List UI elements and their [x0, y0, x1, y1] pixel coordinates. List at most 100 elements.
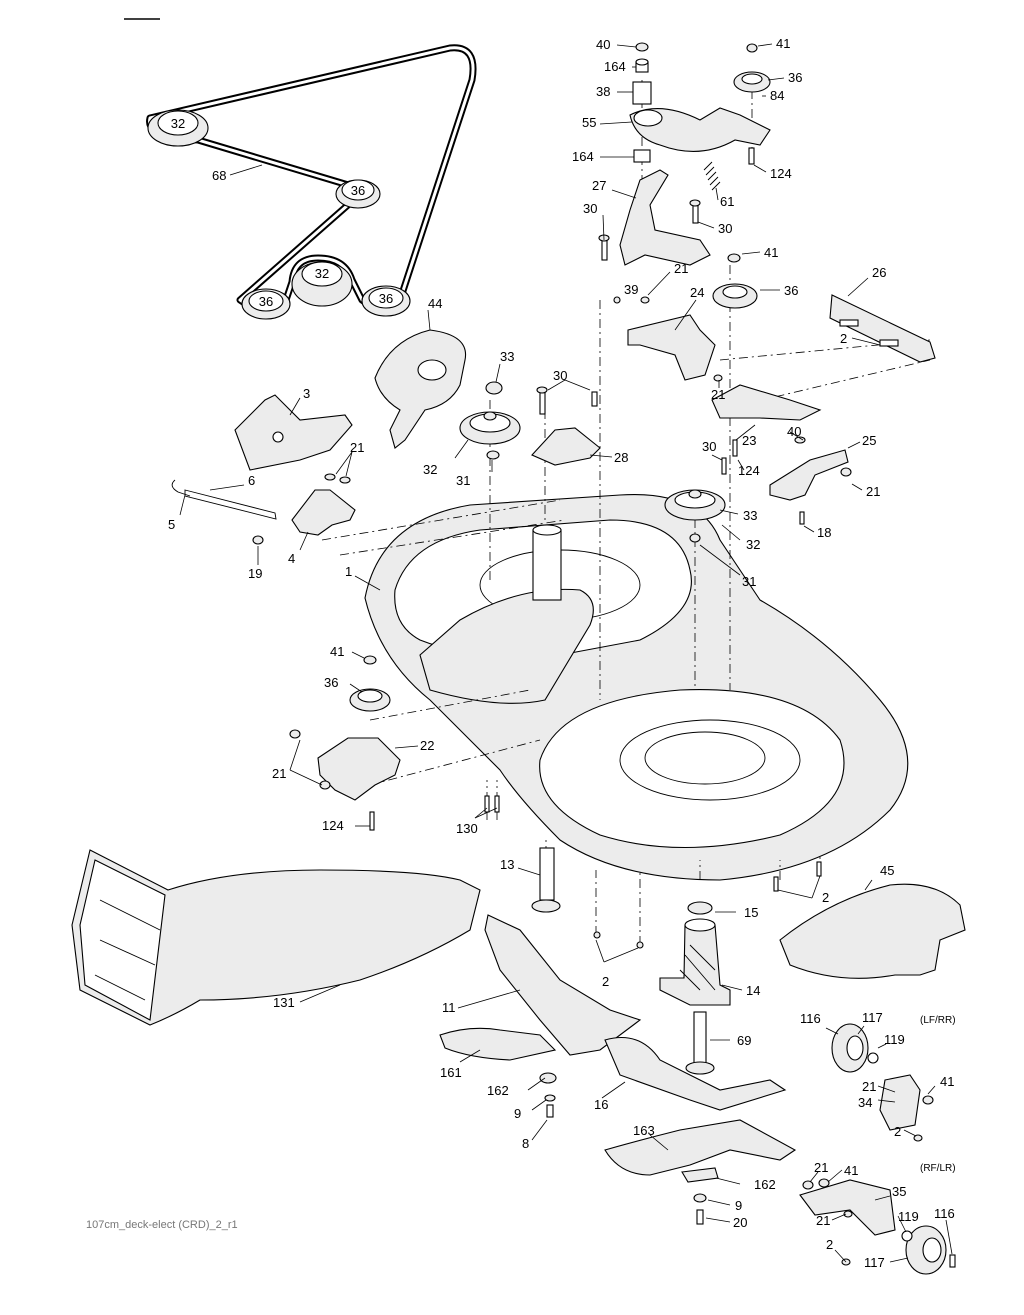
part-label: 1 [345, 564, 352, 579]
part-label: 36 [788, 70, 802, 85]
part-label: 40 [596, 37, 610, 52]
part-label: 45 [880, 863, 894, 878]
part-label: 21 [814, 1160, 828, 1175]
part-label: 2 [826, 1237, 833, 1252]
part-label: 68 [212, 168, 226, 183]
part-labels: 40 164 38 55 164 41 36 84 124 61 27 30 3… [168, 36, 955, 1270]
belt-routing-diagram: 32 36 32 36 36 [146, 44, 477, 320]
part-label: 31 [456, 473, 470, 488]
part-label: 30 [583, 201, 597, 216]
part-label: 2 [894, 1124, 901, 1139]
part-label: 21 [272, 766, 286, 781]
part-label: 23 [742, 433, 756, 448]
part-label: 39 [624, 282, 638, 297]
spindles-blades [439, 847, 797, 1225]
part-label: 69 [737, 1033, 751, 1048]
part-label: 119 [884, 1032, 905, 1047]
part-label: 164 [572, 149, 594, 164]
part-label: 19 [248, 566, 262, 581]
part-label: 38 [596, 84, 610, 99]
part-label: 117 [864, 1255, 885, 1270]
part-label: 22 [420, 738, 434, 753]
part-label: 20 [733, 1215, 747, 1230]
part-label: 2 [822, 890, 829, 905]
part-label: 41 [844, 1163, 858, 1178]
part-label: 13 [500, 857, 514, 872]
part-label: 35 [892, 1184, 906, 1199]
part-label: 30 [702, 439, 716, 454]
part-label: 24 [690, 285, 704, 300]
part-label: 84 [770, 88, 784, 103]
part-label: 124 [770, 166, 792, 181]
part-label: 2 [602, 974, 609, 989]
part-label: 16 [594, 1097, 608, 1112]
part-label: 25 [862, 433, 876, 448]
part-label: 14 [746, 983, 760, 998]
part-label: 131 [273, 995, 295, 1010]
idler-assembly [598, 42, 936, 543]
part-label: 5 [168, 517, 175, 532]
belt-cover [773, 861, 966, 979]
part-label: 40 [787, 424, 801, 439]
part-label: 21 [816, 1213, 830, 1228]
part-label: 61 [720, 194, 734, 209]
part-label: 44 [428, 296, 442, 311]
part-label: 21 [350, 440, 364, 455]
part-label: 161 [440, 1065, 462, 1080]
part-label: 33 [743, 508, 757, 523]
part-label: 55 [582, 115, 596, 130]
svg-text:36: 36 [379, 291, 393, 306]
belt-pulley: 32 [147, 109, 209, 147]
part-label: 30 [718, 221, 732, 236]
left-assemblies [171, 329, 601, 831]
variant-label-rf-lr: (RF/LR) [920, 1163, 956, 1174]
part-label: 117 [862, 1010, 883, 1025]
part-label: 41 [330, 644, 344, 659]
part-label: 36 [324, 675, 338, 690]
svg-text:32: 32 [315, 266, 329, 281]
part-label: 4 [288, 551, 295, 566]
part-label: 32 [746, 537, 760, 552]
part-label: 119 [898, 1209, 919, 1224]
diagram-caption: 107cm_deck-elect (CRD)_2_r1 [86, 1219, 238, 1231]
part-label: 2 [840, 331, 847, 346]
discharge-chute [71, 849, 481, 1026]
part-label: 3 [303, 386, 310, 401]
part-label: 130 [456, 821, 478, 836]
part-label: 8 [522, 1136, 529, 1151]
part-label: 124 [738, 463, 760, 478]
part-label: 162 [487, 1083, 509, 1098]
variant-label-lf-rr: (LF/RR) [920, 1015, 956, 1026]
part-label: 21 [674, 261, 688, 276]
part-label: 124 [322, 818, 344, 833]
leader-lines [179, 43, 953, 1263]
part-label: 28 [614, 450, 628, 465]
belt-pulley: 36 [361, 285, 411, 317]
part-label: 33 [500, 349, 514, 364]
part-label: 36 [784, 283, 798, 298]
part-label: 30 [553, 368, 567, 383]
part-label: 162 [754, 1177, 776, 1192]
part-label: 41 [764, 245, 778, 260]
part-label: 32 [423, 462, 437, 477]
part-label: 116 [934, 1206, 955, 1221]
part-label: 9 [735, 1198, 742, 1213]
svg-text:36: 36 [351, 183, 365, 198]
part-label: 15 [744, 905, 758, 920]
part-label: 41 [940, 1074, 954, 1089]
part-label: 11 [442, 1000, 456, 1015]
part-label: 34 [858, 1095, 872, 1110]
belt-pulley: 36 [335, 179, 381, 209]
part-label: 31 [742, 574, 756, 589]
part-label: 116 [800, 1011, 821, 1026]
caster-wheel-assemblies [799, 1023, 956, 1275]
part-label: 26 [872, 265, 886, 280]
part-label: 163 [633, 1123, 655, 1138]
part-label: 41 [776, 36, 790, 51]
part-label: 21 [711, 387, 725, 402]
part-label: 27 [592, 178, 606, 193]
belt-pulley: 36 [241, 288, 291, 320]
mower-deck [364, 493, 909, 881]
part-label: 9 [514, 1106, 521, 1121]
